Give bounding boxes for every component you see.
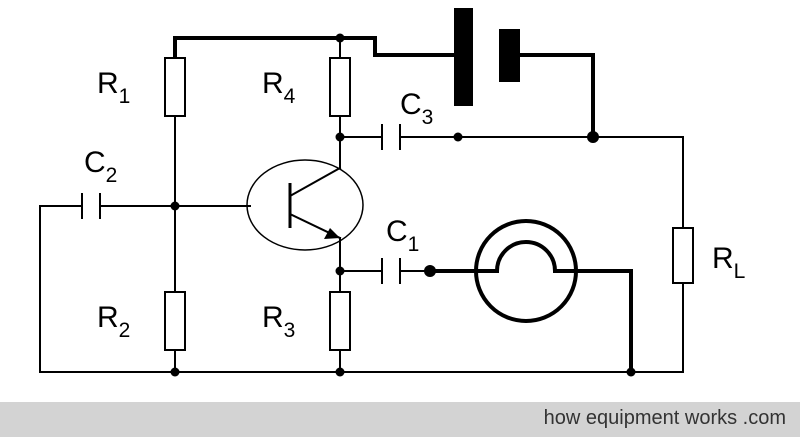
capacitor-c2 <box>81 193 101 219</box>
top-rail-wire <box>173 36 457 60</box>
junction-node <box>587 131 599 143</box>
junction-node <box>424 265 436 277</box>
battery-to-rl-wire <box>518 53 595 139</box>
resistor-rl <box>672 227 694 284</box>
transistor-collector-leg <box>288 166 342 198</box>
capacitor-c3 <box>381 124 401 150</box>
label-rl: RL <box>712 242 745 283</box>
junction-node <box>626 367 636 377</box>
footer-credit: how equipment works .com <box>543 407 786 429</box>
lamp-symbol <box>474 219 578 323</box>
label-c1: C1 <box>386 215 419 256</box>
lamp-bulb <box>474 219 578 323</box>
junction-node <box>453 132 463 142</box>
label-r3: R3 <box>262 301 295 342</box>
label-r4: R4 <box>262 67 296 108</box>
capacitors <box>81 124 401 284</box>
junction-node <box>170 367 180 377</box>
npn-transistor-symbol <box>246 159 364 251</box>
label-c2: C2 <box>84 146 117 187</box>
battery-long-plate <box>454 8 473 106</box>
amplifier-schematic: R1 R4 C3 C2 C1 R2 R3 RL <box>39 8 745 377</box>
resistors <box>164 57 694 351</box>
junction-node <box>335 367 345 377</box>
lamp-to-ground-wire <box>572 269 633 374</box>
label-c3: C3 <box>400 88 433 129</box>
junction-node <box>335 266 345 276</box>
lamp-filament <box>478 240 574 273</box>
resistor-r2 <box>164 291 186 351</box>
label-r2: R2 <box>97 301 130 342</box>
c3-to-rl-wire <box>457 136 684 229</box>
label-r1: R1 <box>97 67 130 108</box>
battery-short-plate <box>499 29 520 82</box>
footer-bar: how equipment works .com <box>0 402 800 437</box>
wires <box>39 36 684 374</box>
component-labels: R1 R4 C3 C2 C1 R2 R3 RL <box>84 67 745 342</box>
resistor-r1 <box>164 57 186 117</box>
junction-node <box>335 33 345 43</box>
left-loop-wire <box>39 205 176 373</box>
junction-node <box>335 132 345 142</box>
junction-node <box>170 201 180 211</box>
capacitor-c1 <box>381 258 401 284</box>
battery-symbol <box>454 8 520 106</box>
resistor-r4 <box>329 57 351 117</box>
junction-nodes <box>170 33 636 377</box>
transistor-envelope <box>246 159 364 251</box>
resistor-r3 <box>329 291 351 351</box>
emitter-arrow-icon <box>324 228 340 239</box>
